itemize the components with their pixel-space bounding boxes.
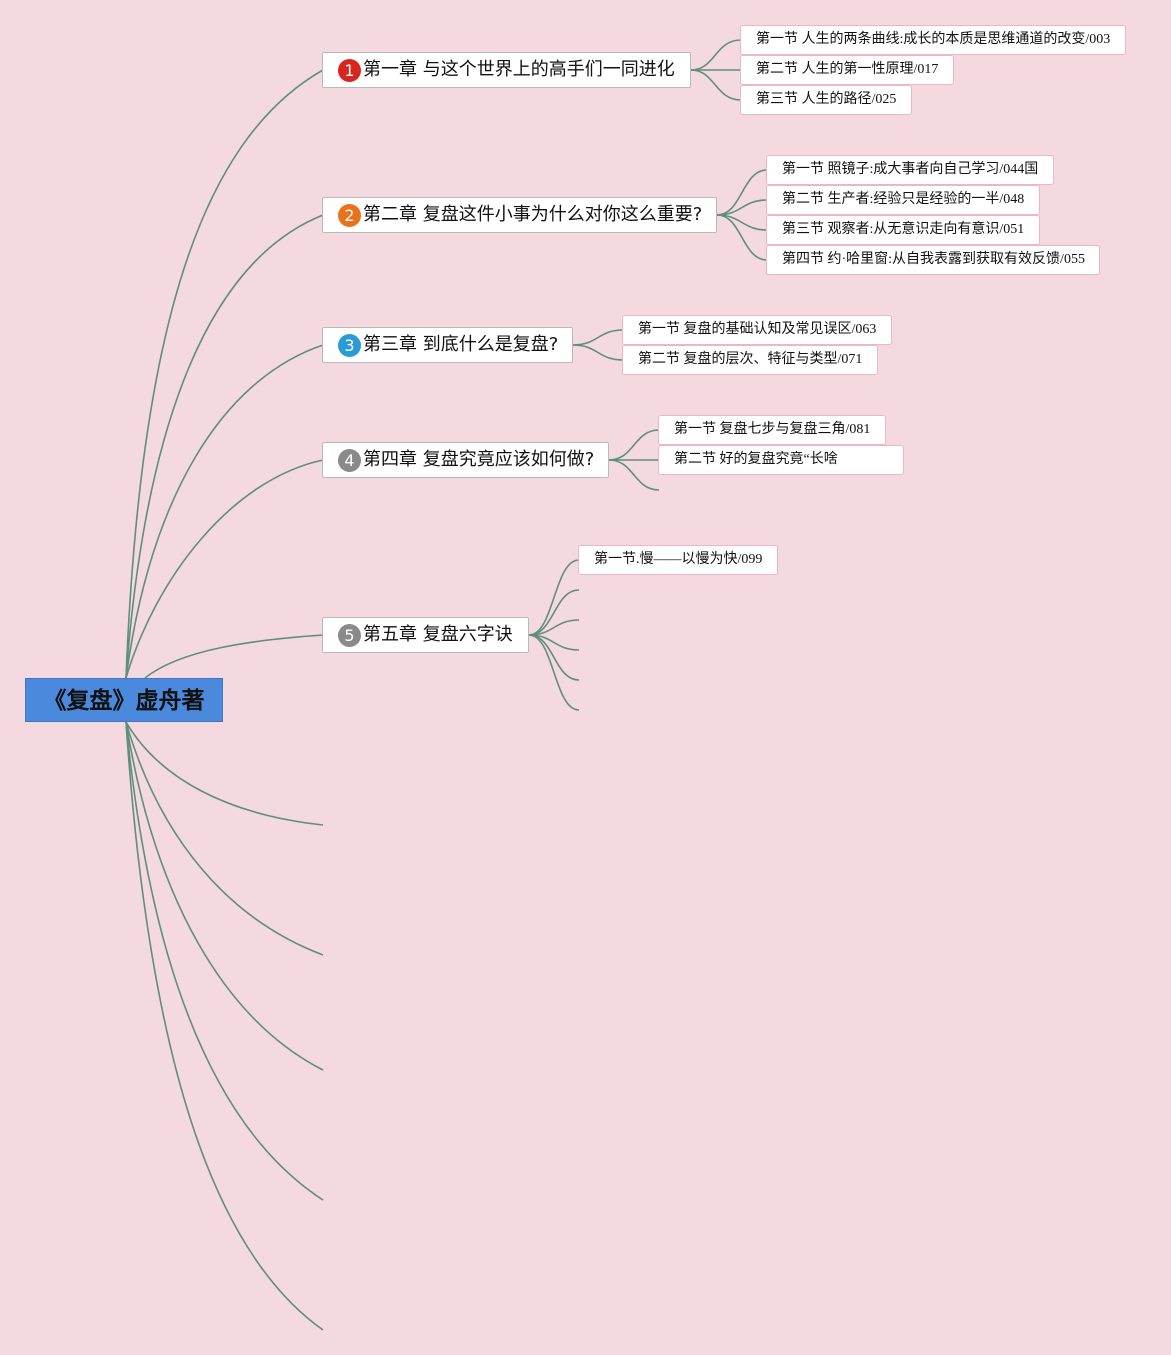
root-connector-empty-5 xyxy=(125,721,324,1331)
chapter-4-title: 第四章 复盘究竟应该如何做? xyxy=(363,449,595,470)
chapter-5-title: 第五章 复盘六字诀 xyxy=(363,624,513,645)
chapter-4[interactable]: 4 第四章 复盘究竟应该如何做? xyxy=(322,442,609,478)
badge-2-icon: 2 xyxy=(338,204,361,227)
chapter-2-section-4[interactable]: 第四节 约·哈里窗:从自我表露到获取有效反馈/055 xyxy=(766,245,1100,275)
ch1-connector-s1 xyxy=(690,39,742,71)
ch3-connector-s2 xyxy=(572,344,624,361)
badge-4-icon: 4 xyxy=(338,449,361,472)
root-connector-ch2 xyxy=(125,214,324,679)
chapter-3-section-1[interactable]: 第一节 复盘的基础认知及常见误区/063 xyxy=(622,315,892,345)
root-connector-empty-1 xyxy=(125,721,324,826)
chapter-3[interactable]: 3 第三章 到底什么是复盘? xyxy=(322,327,573,363)
ch2-connector-s1 xyxy=(716,169,768,216)
chapter-5[interactable]: 5 第五章 复盘六字诀 xyxy=(322,617,529,653)
chapter-5-section-1[interactable]: 第一节.慢——以慢为快/099 xyxy=(578,545,778,575)
root-connector-empty-4 xyxy=(125,721,324,1201)
chapter-1[interactable]: 1 第一章 与这个世界上的高手们一同进化 xyxy=(322,52,691,88)
ch4-connector-s1 xyxy=(608,429,660,461)
root-connector-ch1 xyxy=(125,69,324,679)
ch1-connector-s3 xyxy=(690,69,742,101)
root-connector-empty-2 xyxy=(125,721,324,956)
ch5-connector-s1 xyxy=(528,559,580,636)
badge-3-icon: 3 xyxy=(338,334,361,357)
root-connector-ch3 xyxy=(125,344,324,679)
chapter-3-title: 第三章 到底什么是复盘? xyxy=(363,334,559,355)
chapter-2[interactable]: 2 第二章 复盘这件小事为什么对你这么重要? xyxy=(322,197,717,233)
chapter-2-section-2[interactable]: 第二节 生产者:经验只是经验的一半/048 xyxy=(766,185,1040,215)
chapter-4-section-2[interactable]: 第二节 好的复盘究竟“长啥 xyxy=(658,445,904,475)
chapter-2-section-3[interactable]: 第三节 观察者:从无意识走向有意识/051 xyxy=(766,215,1040,245)
root-connector-ch5 xyxy=(144,634,324,679)
badge-1-icon: 1 xyxy=(338,59,361,82)
ch5-connector-s2 xyxy=(528,589,580,636)
root-connector-ch4 xyxy=(125,459,324,679)
chapter-1-section-3[interactable]: 第三节 人生的路径/025 xyxy=(740,85,912,115)
chapter-1-title: 第一章 与这个世界上的高手们一同进化 xyxy=(363,59,675,80)
ch5-connector-s6 xyxy=(528,634,580,711)
ch2-connector-s4 xyxy=(716,214,768,261)
ch4-connector-s3 xyxy=(608,459,660,491)
chapter-1-section-1[interactable]: 第一节 人生的两条曲线:成长的本质是思维通道的改变/003 xyxy=(740,25,1126,55)
chapter-2-title: 第二章 复盘这件小事为什么对你这么重要? xyxy=(363,204,703,225)
badge-5-icon: 5 xyxy=(338,624,361,647)
chapter-1-section-2[interactable]: 第二节 人生的第一性原理/017 xyxy=(740,55,954,85)
chapter-2-section-1[interactable]: 第一节 照镜子:成大事者向自己学习/044国 xyxy=(766,155,1054,185)
root-topic[interactable]: 《复盘》虚舟著 xyxy=(25,678,223,722)
ch3-connector-s1 xyxy=(572,329,624,346)
root-connector-empty-3 xyxy=(125,721,324,1071)
chapter-4-section-1[interactable]: 第一节 复盘七步与复盘三角/081 xyxy=(658,415,886,445)
chapter-3-section-2[interactable]: 第二节 复盘的层次、特征与类型/071 xyxy=(622,345,878,375)
